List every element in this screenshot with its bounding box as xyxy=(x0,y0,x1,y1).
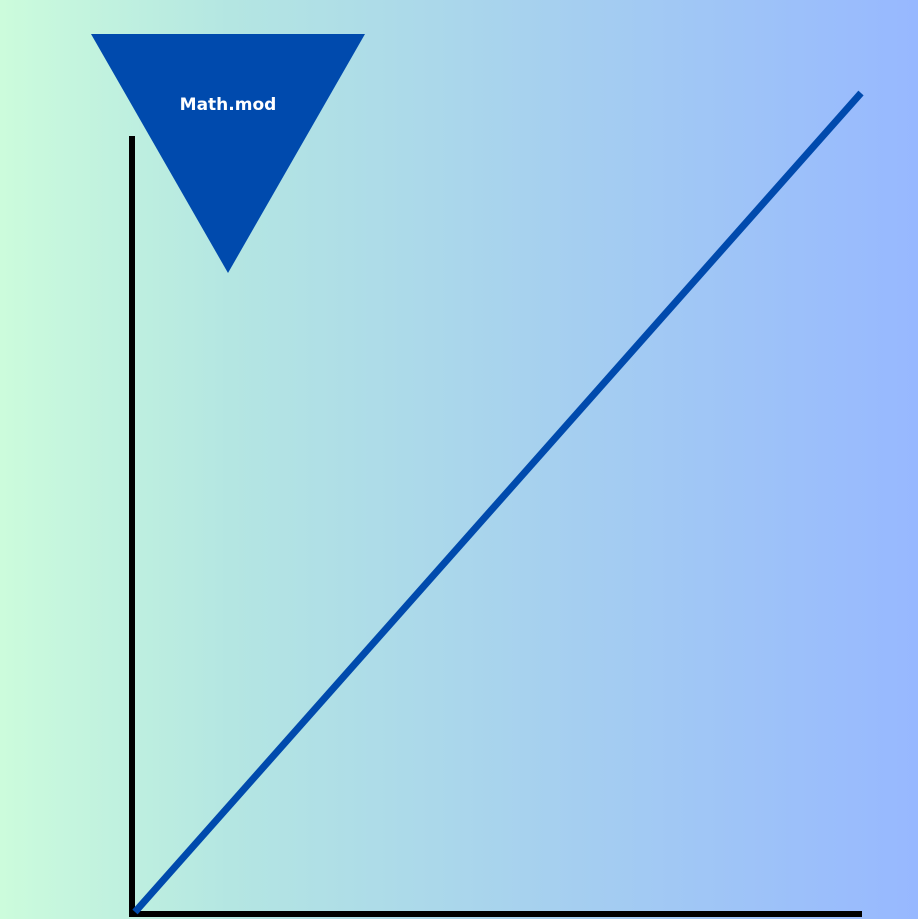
logo-badge-triangle xyxy=(91,34,365,273)
series-line-1 xyxy=(132,90,864,915)
series-layer xyxy=(132,90,864,915)
logo-badge-label: Math.mod xyxy=(180,95,277,115)
